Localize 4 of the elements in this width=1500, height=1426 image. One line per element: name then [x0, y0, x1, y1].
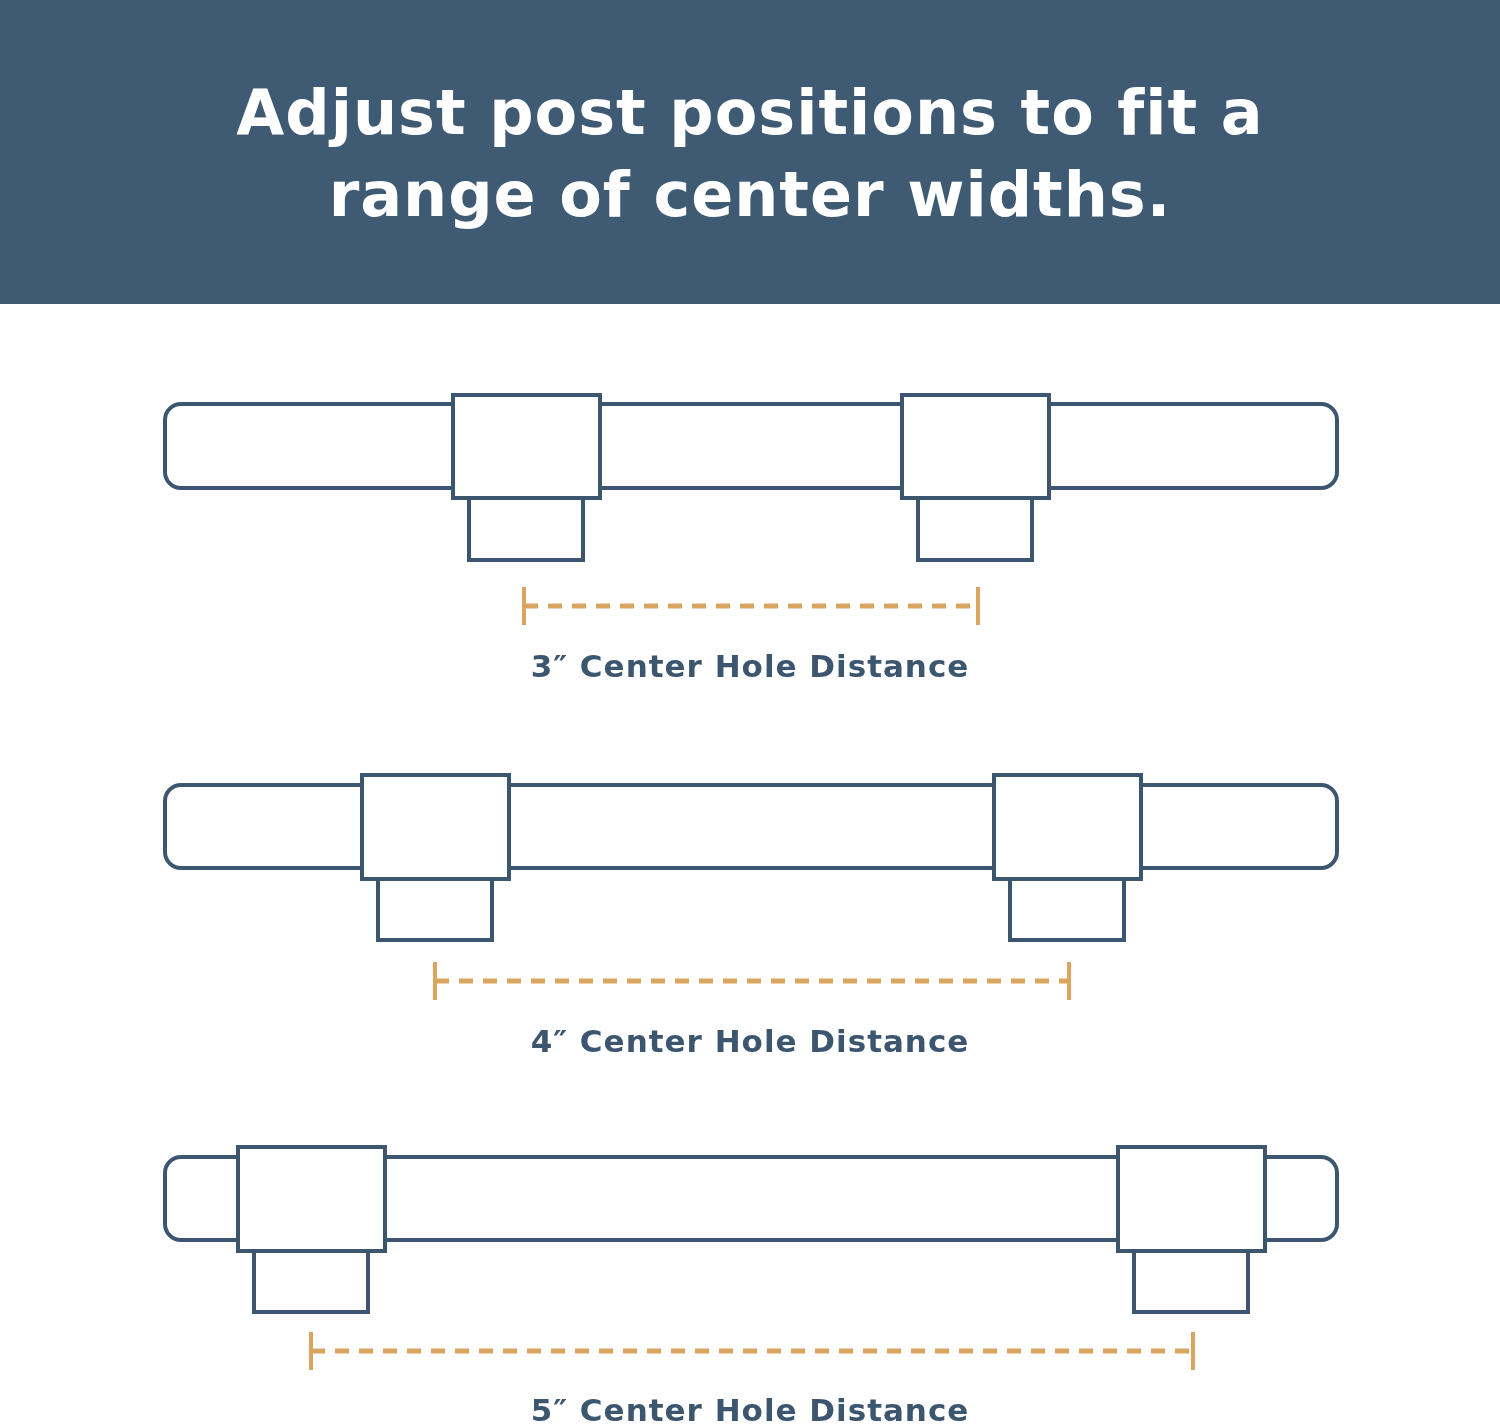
dimension-label: 3″ Center Hole Distance: [530, 647, 970, 686]
title: Adjust post positions to fit a range of center widths.: [235, 75, 1265, 233]
dimension-label: 5″ Center Hole Distance: [530, 1391, 970, 1426]
dimension-label: 4″ Center Hole Distance: [530, 1022, 970, 1061]
